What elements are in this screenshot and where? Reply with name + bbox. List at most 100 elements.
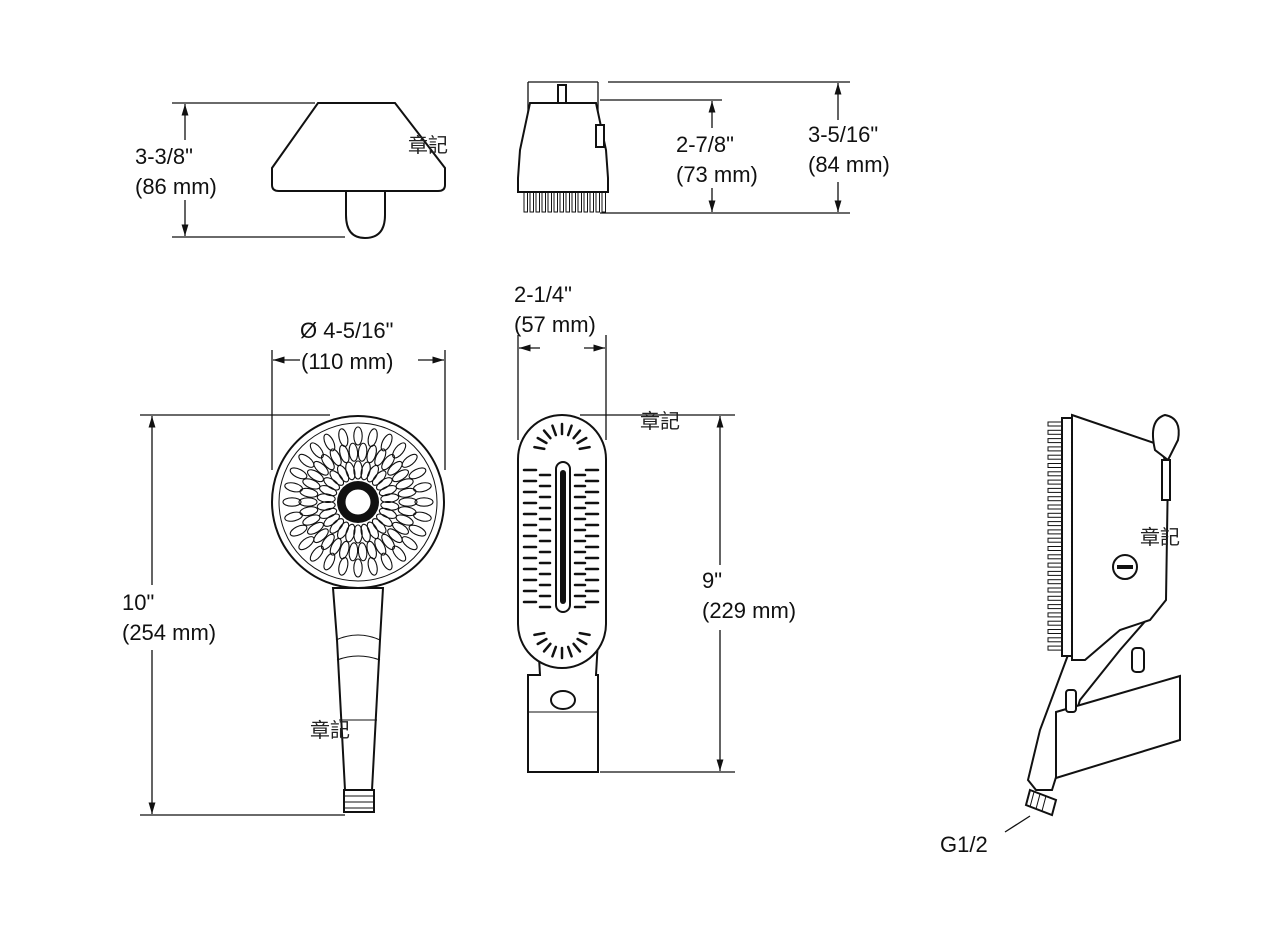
nozzle <box>1047 521 1063 527</box>
spray-petal <box>353 460 363 480</box>
dim-label-in: 10" <box>122 590 154 615</box>
nozzle <box>533 631 546 637</box>
nozzle <box>1047 645 1063 651</box>
dim-label-mm: (84 mm) <box>808 152 890 177</box>
nozzle <box>547 191 552 213</box>
spray-petal <box>408 524 427 537</box>
dim-label-mm: (73 mm) <box>676 162 758 187</box>
nozzle <box>1047 429 1063 435</box>
spray-petal <box>284 511 304 522</box>
nozzle <box>1047 463 1063 468</box>
nozzle <box>1047 595 1063 601</box>
dim-label-in: 9" <box>702 568 722 593</box>
dim-label-in: 3-5/16" <box>808 122 878 147</box>
nozzle <box>601 191 606 213</box>
nozzle-bristles <box>523 191 606 213</box>
spray-petal <box>323 477 340 491</box>
spray-petal <box>298 453 315 468</box>
nozzle <box>1047 479 1063 485</box>
spray-petal <box>380 500 400 511</box>
nozzle <box>583 191 588 213</box>
nozzle <box>559 191 564 213</box>
dimension-length-254mm: 10" (254 mm) <box>122 414 345 816</box>
nozzle <box>1047 629 1063 634</box>
nozzle <box>1047 620 1063 626</box>
dim-label-mm: (86 mm) <box>135 174 217 199</box>
spray-petal <box>313 528 329 544</box>
spray-petal <box>306 469 325 483</box>
nozzle <box>572 429 582 440</box>
nozzle <box>1047 537 1063 543</box>
nozzle <box>529 191 534 213</box>
spray-petal <box>329 537 342 556</box>
spray-petal <box>348 442 359 462</box>
spray-petal <box>320 453 335 471</box>
spray-petal <box>380 493 400 504</box>
nozzle <box>1047 421 1063 427</box>
watermark: 章記 <box>1140 525 1180 549</box>
nozzle <box>1047 446 1063 452</box>
nozzle <box>1047 454 1063 460</box>
spray-petal <box>381 533 396 551</box>
spray-petal <box>338 556 349 576</box>
nozzle <box>1047 612 1063 618</box>
spray-petal <box>414 497 434 507</box>
spray-petal <box>329 518 345 534</box>
spray-petal <box>376 513 393 527</box>
spray-petal <box>338 428 349 448</box>
spray-petal <box>412 482 432 493</box>
spray-petal <box>298 536 315 551</box>
nozzle <box>536 436 548 445</box>
spray-petal <box>395 478 414 490</box>
spray-petal <box>289 467 308 480</box>
spray-petal <box>380 552 393 571</box>
spray-petal <box>371 518 387 534</box>
spray-petal <box>381 453 396 471</box>
spray-petal <box>387 460 403 476</box>
nozzle <box>566 424 573 437</box>
spray-petal <box>387 528 403 544</box>
nozzle <box>1047 496 1063 502</box>
dim-label-in: 2-7/8" <box>676 132 734 157</box>
spray-petal <box>353 558 363 578</box>
spray-petal <box>323 433 336 452</box>
spray-petal <box>316 500 336 511</box>
spray-petal <box>320 533 335 551</box>
spray-petal <box>367 428 378 448</box>
dimension-diameter-110mm: Ø 4-5/16" (110 mm) <box>271 318 446 470</box>
nozzle <box>1047 504 1063 510</box>
nozzle <box>577 191 582 213</box>
spray-petal <box>353 426 363 446</box>
nozzle <box>589 191 594 213</box>
spray-petal <box>376 477 393 491</box>
nozzle <box>1047 546 1063 551</box>
dim-label-mm: (110 mm) <box>301 349 394 374</box>
nozzle <box>1047 471 1063 477</box>
nozzle <box>523 191 528 213</box>
spray-petal <box>306 521 325 535</box>
nozzle <box>1047 587 1063 593</box>
nozzle <box>1047 487 1063 493</box>
dimension-length-229mm: 9" (229 mm) <box>580 414 796 773</box>
nozzle <box>542 429 552 440</box>
spray-petal <box>348 542 359 562</box>
spray-petal <box>357 542 368 562</box>
dim-label-in: Ø 4-5/16" <box>300 318 393 343</box>
spray-petal <box>302 514 321 526</box>
nozzle <box>1047 438 1063 444</box>
nozzle <box>551 424 558 437</box>
nozzle <box>565 191 570 213</box>
dim-label-mm: (57 mm) <box>514 312 596 337</box>
spray-petal <box>298 497 318 507</box>
dimension-height-84mm: 3-5/16" (84 mm) <box>608 81 890 212</box>
spray-petal <box>392 442 407 459</box>
nozzle <box>551 645 558 658</box>
showerhead-side-view <box>271 102 446 240</box>
nozzle <box>1047 637 1063 643</box>
handshower-face-view <box>271 415 445 813</box>
spray-petal <box>329 448 342 467</box>
spray-petal <box>392 545 407 562</box>
spray-petal <box>391 469 410 483</box>
dimension-height-73mm: 2-7/8" (73 mm) <box>600 99 850 214</box>
nozzle <box>542 642 552 653</box>
